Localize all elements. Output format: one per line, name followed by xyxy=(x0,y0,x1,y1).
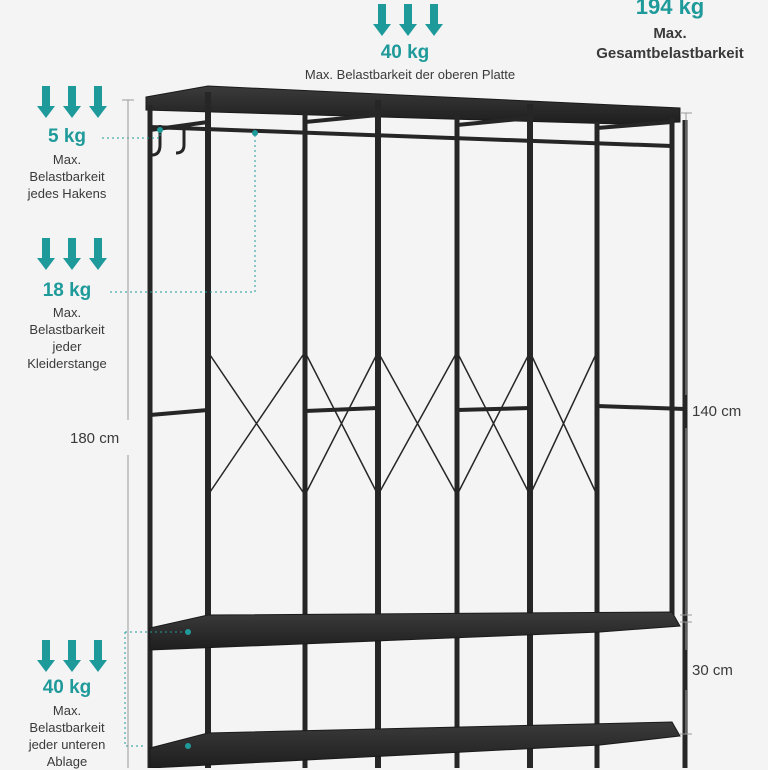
lower-shelf-label-line: jeder unteren xyxy=(28,737,106,752)
hooks-weight: 5 kg xyxy=(47,126,87,147)
top-platte-weight: 40 kg xyxy=(380,42,430,63)
top-platte-label: Max. Belastbarkeit der oberen Platte xyxy=(304,67,516,82)
total-label-line1: Max. xyxy=(653,25,687,42)
rod-label-line: Kleiderstange xyxy=(27,356,107,371)
down-arrow-icon xyxy=(399,4,417,36)
down-arrow-icon xyxy=(373,4,391,36)
height-upper-label: 140 cm xyxy=(692,403,742,420)
down-arrow-icon xyxy=(63,238,81,270)
hooks-arrows xyxy=(37,86,107,122)
lower-shelf-label: Max. Belastbarkeit jeder unteren Ablage xyxy=(2,702,132,770)
lower-shelf-label-line: Belastbarkeit xyxy=(29,720,105,735)
rod-label-line: jeder xyxy=(52,339,82,354)
down-arrow-icon xyxy=(37,640,55,672)
hooks-label-line: jedes Hakens xyxy=(27,186,107,201)
total-label-line2: Gesamtbelastbarkeit xyxy=(596,45,744,62)
hooks-label: Max. Belastbarkeit jedes Hakens xyxy=(2,151,132,202)
rod-label: Max. Belastbarkeit jeder Kleiderstange xyxy=(2,304,132,372)
lower-shelf-weight: 40 kg xyxy=(42,677,92,698)
total-label: Max. Gesamtbelastbarkeit xyxy=(560,24,768,64)
hooks-label-line: Belastbarkeit xyxy=(29,169,105,184)
rod-arrows xyxy=(37,238,107,274)
height-lower-label: 30 cm xyxy=(692,662,733,679)
down-arrow-icon xyxy=(63,86,81,118)
down-arrow-icon xyxy=(63,640,81,672)
height-total-label: 180 cm xyxy=(68,428,122,449)
lower-shelf-label-line: Ablage xyxy=(46,754,88,769)
top-arrows xyxy=(373,4,443,40)
down-arrow-icon xyxy=(37,86,55,118)
down-arrow-icon xyxy=(89,238,107,270)
down-arrow-icon xyxy=(37,238,55,270)
lower-shelf-label-line: Max. xyxy=(52,703,82,718)
down-arrow-icon xyxy=(89,640,107,672)
rod-label-line: Max. xyxy=(52,305,82,320)
lower-shelf-arrows xyxy=(37,640,107,676)
total-weight: 194 kg xyxy=(635,0,705,19)
hooks-label-line: Max. xyxy=(52,152,82,167)
down-arrow-icon xyxy=(89,86,107,118)
rod-weight: 18 kg xyxy=(42,280,92,301)
rod-label-line: Belastbarkeit xyxy=(29,322,105,337)
down-arrow-icon xyxy=(425,4,443,36)
